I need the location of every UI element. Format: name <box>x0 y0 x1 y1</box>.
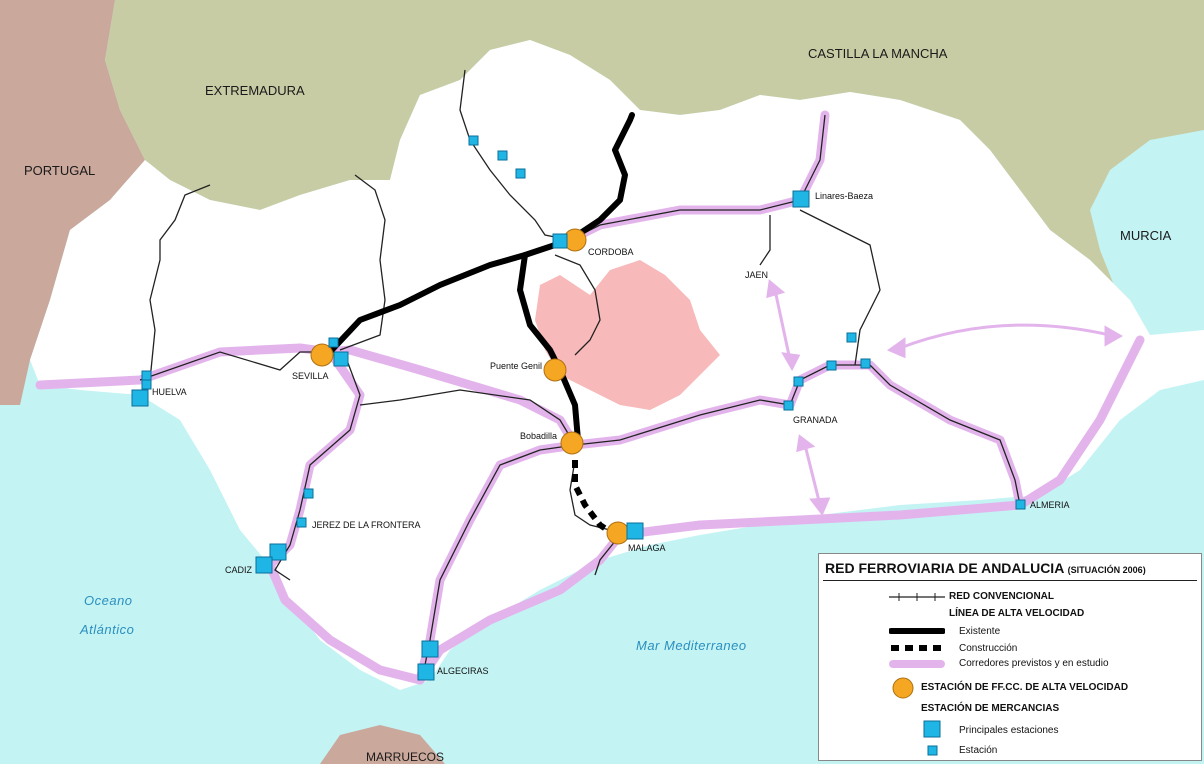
legend-symbol-conventional <box>889 593 945 601</box>
sea-label-mediterraneo: Mar Mediterraneo <box>636 638 747 653</box>
legend-symbol-existing <box>889 628 945 634</box>
legend-title-note: (SITUACIÓN 2006) <box>1067 565 1146 575</box>
legend-corredores: Corredores previstos y en estudio <box>959 658 1109 669</box>
high-speed-construction <box>572 460 617 538</box>
legend-title-text: RED FERROVIARIA DE ANDALUCIA <box>825 560 1064 576</box>
legend-symbol-construction <box>891 645 943 651</box>
station-hs-bobadilla <box>560 431 584 455</box>
legend-title: RED FERROVIARIA DE ANDALUCIA (SITUACIÓN … <box>825 560 1146 576</box>
city-label-cadiz: CADIZ <box>225 565 253 575</box>
legend-symbol-corridor <box>889 660 945 668</box>
neighbor-territory <box>105 0 1204 330</box>
legend-symbol-major-freight <box>923 720 941 738</box>
freight-stations-major <box>131 190 810 681</box>
sea-label-atlantico: Atlántico <box>79 622 134 637</box>
city-label-puente-genil: Puente Genil <box>490 361 542 371</box>
legend-red-convencional: RED CONVENCIONAL <box>949 591 1055 602</box>
legend-estacion-mercancias: ESTACIÓN DE MERCANCIAS <box>921 703 1060 714</box>
portugal-territory <box>0 0 145 405</box>
city-label-cordoba: CORDOBA <box>588 247 634 257</box>
corridor-arrows <box>766 279 1124 516</box>
city-label-granada: GRANADA <box>793 415 838 425</box>
station-hs-puente-genil <box>543 358 567 382</box>
legend-divider <box>823 580 1197 581</box>
legend-existente: Existente <box>959 626 1001 637</box>
legend-alta-velocidad: LÍNEA DE ALTA VELOCIDAD <box>949 608 1085 619</box>
city-label-algeciras: ALGECIRAS <box>437 666 489 676</box>
freight-stations-minor <box>141 135 1026 528</box>
city-label-linares: Linares-Baeza <box>815 191 873 201</box>
legend-estacion-av: ESTACIÓN DE FF.CC. DE ALTA VELOCIDAD <box>921 682 1129 693</box>
map-legend: RED FERROVIARIA DE ANDALUCIA (SITUACIÓN … <box>818 553 1202 761</box>
conventional-rail <box>139 69 1021 666</box>
marruecos-territory <box>320 725 445 764</box>
cordoba-province <box>535 260 720 410</box>
legend-estacion: Estación <box>959 745 998 756</box>
legend-symbol-minor-freight <box>927 745 938 756</box>
high-speed-stations <box>310 228 630 545</box>
legend-construccion: Construcción <box>959 643 1018 654</box>
region-label-murcia: MURCIA <box>1120 228 1172 243</box>
city-label-bobadilla: Bobadilla <box>520 431 557 441</box>
high-speed-existing <box>327 112 635 443</box>
station-hs-malaga <box>606 521 630 545</box>
region-label-portugal: PORTUGAL <box>24 163 95 178</box>
city-label-huelva: HUELVA <box>152 387 187 397</box>
city-label-sevilla: SEVILLA <box>292 371 329 381</box>
legend-principales: Principales estaciones <box>959 725 1059 736</box>
city-label-malaga: MALAGA <box>628 543 666 553</box>
station-hs-sevilla <box>310 343 334 367</box>
legend-symbol-hs-station <box>892 677 914 699</box>
city-label-almeria: ALMERIA <box>1030 500 1070 510</box>
region-label-extremadura: EXTREMADURA <box>205 83 305 98</box>
city-label-jerez: JEREZ DE LA FRONTERA <box>312 520 421 530</box>
region-label-castilla: CASTILLA LA MANCHA <box>808 46 948 61</box>
city-label-jaen: JAEN <box>745 270 768 280</box>
sea-label-oceano: Oceano <box>84 593 133 608</box>
region-label-marruecos: MARRUECOS <box>366 750 444 764</box>
